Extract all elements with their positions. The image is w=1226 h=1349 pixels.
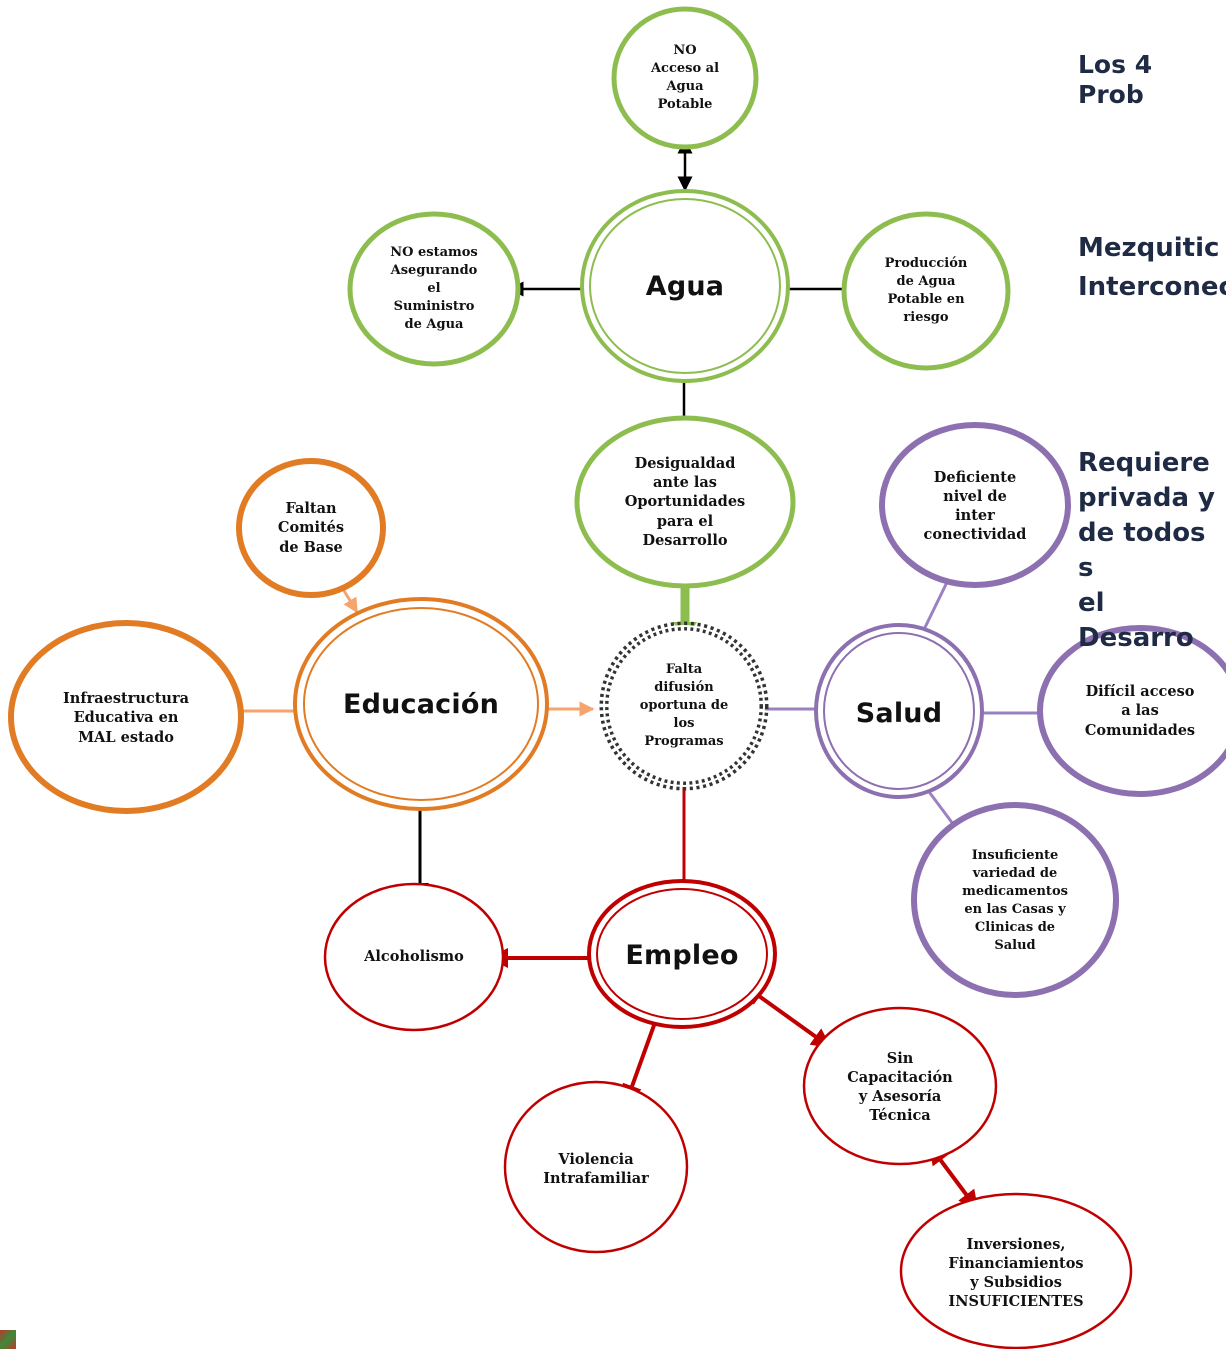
salud-node	[814, 623, 984, 799]
infraestructura-label: Infraestructura Educativa en MAL estado	[63, 690, 189, 746]
faltan-comites-node	[236, 458, 386, 598]
produccion-node	[841, 211, 1011, 371]
corner-logo-icon	[0, 1330, 16, 1349]
falta-difusion-label: Falta difusión oportuna de los Programas	[639, 662, 729, 749]
desigualdad-node	[574, 415, 796, 589]
educacion-node	[293, 597, 549, 811]
insuficiente-node	[911, 802, 1119, 998]
sin-capacitacion-node	[802, 1006, 998, 1166]
educacion-node-inner	[303, 607, 539, 801]
agua-node	[580, 189, 790, 383]
side-text-requiere: Requiere privada y de todos s el Desarro	[1078, 448, 1215, 653]
dificil-acceso-label: Difícil acceso a las Comunidades	[1084, 683, 1196, 739]
falta-difusion-node-inner	[603, 625, 765, 787]
infraestructura-node	[8, 620, 244, 814]
no-asegurando-label: NO estamos Asegurando el Suministro de A…	[390, 245, 478, 332]
dificil-acceso-node	[1037, 625, 1226, 797]
empleo-node-inner	[596, 888, 768, 1020]
salud-label: Salud	[855, 697, 943, 729]
produccion-label: Producción de Agua Potable en riesgo	[884, 256, 968, 325]
inversiones-node	[899, 1192, 1133, 1349]
empleo-label: Empleo	[625, 939, 739, 971]
deficiente-node	[879, 422, 1071, 588]
salud-node-inner	[823, 632, 975, 790]
insuficiente-label: Insuficiente variedad de medicamentos en…	[962, 848, 1068, 953]
alcoholismo-label: Alcoholismo	[364, 948, 464, 966]
alcoholismo-node	[323, 882, 505, 1032]
side-text-mezquitic: Mezquitic Interconec	[1078, 233, 1226, 302]
inversiones-label: Inversiones, Financiamientos y Subsidios…	[948, 1235, 1084, 1311]
no-acceso-label: NO Acceso al Agua Potable	[650, 43, 720, 112]
deficiente-label: Deficiente nivel de inter conectividad	[923, 468, 1027, 544]
sin-capacitacion-label: Sin Capacitación y Asesoría Técnica	[847, 1049, 953, 1125]
empleo-node	[587, 879, 777, 1029]
no-asegurando-node	[347, 211, 521, 367]
violencia-node	[503, 1080, 689, 1254]
educacion-label: Educación	[342, 688, 500, 720]
agua-node-inner	[589, 198, 781, 374]
violencia-label: Violencia Intrafamiliar	[543, 1150, 649, 1187]
agua-label: Agua	[645, 270, 725, 302]
side-text-title: Los 4 Prob	[1078, 50, 1153, 109]
no-acceso-node	[611, 6, 759, 150]
desigualdad-label: Desigualdad ante las Oportunidades para …	[624, 455, 746, 549]
faltan-comites-label: Faltan Comités de Base	[277, 500, 345, 556]
